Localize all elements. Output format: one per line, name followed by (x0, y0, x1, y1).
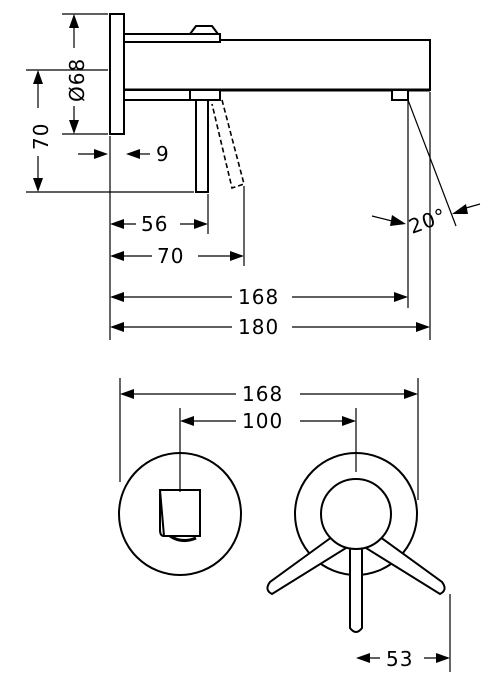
dim-centers: 100 (242, 409, 283, 433)
side-view: Ø68 70 9 56 70 (26, 13, 481, 340)
spout-rosette-front (118, 452, 242, 576)
dim-rosette-depth: 9 (156, 142, 170, 166)
dim-lever-offset-70: 70 (157, 244, 184, 268)
lever-down (195, 99, 209, 193)
dim-lever-offset-56: 56 (141, 212, 168, 236)
mixer-handle-hub (320, 478, 392, 550)
dim-lever-offset-53: 53 (386, 647, 413, 671)
dim-overall-projection: 180 (238, 315, 279, 339)
spout-body (123, 39, 431, 91)
spout-outlet-front (158, 489, 201, 537)
aerator (391, 89, 409, 101)
dim-spout-projection: 168 (238, 285, 279, 309)
top-boss (123, 33, 221, 43)
dim-outlet-height: 70 (29, 123, 53, 150)
dim-plate-span: 168 (242, 382, 283, 406)
dim-rosette-diameter: Ø68 (65, 58, 89, 102)
lever-angled-dashed (211, 99, 245, 190)
front-view: 168 100 53 (118, 378, 451, 672)
wall-rosette-side (109, 13, 125, 135)
dim-angle: 20° (406, 203, 450, 239)
mixer-levers (266, 532, 446, 633)
